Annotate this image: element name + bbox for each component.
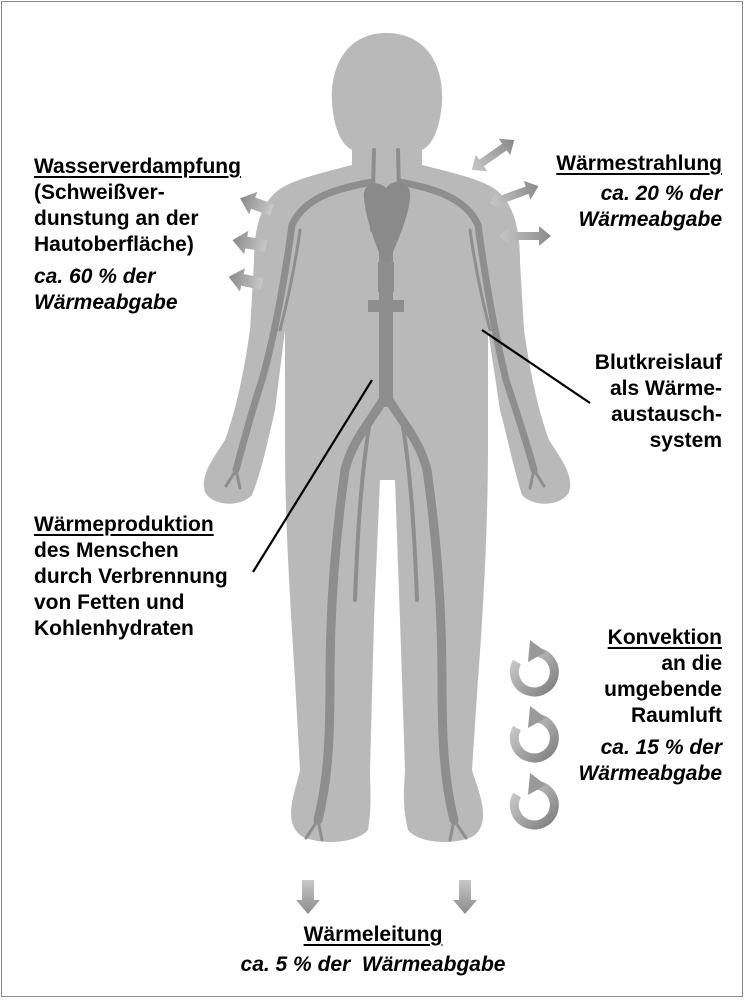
label-convection: Konvektion an die umgebende Raumluft ca.… [578, 625, 722, 787]
label-evaporation: Wasserverdampfung (Schweißver- dunstung … [34, 154, 241, 316]
production-line-4: Kohlenhydraten [34, 616, 228, 642]
heading-conduction: Wärmeleitung [304, 922, 443, 948]
label-radiation: Wärmestrahlung ca. 20 % der Wärmeabgabe [556, 151, 722, 233]
renal-vessels [368, 300, 404, 312]
production-line-1: des Menschen [34, 538, 228, 564]
body-silhouette [204, 33, 570, 842]
circulation-line-3: austausch- [595, 402, 722, 428]
production-line-3: von Fetten und [34, 590, 228, 616]
label-production: Wärmeproduktion des Menschen durch Verbr… [34, 512, 228, 642]
circulation-line-1: Blutkreislauf [595, 350, 722, 376]
circulation-line-2: als Wärme- [595, 376, 722, 402]
conduction-arrows [296, 880, 477, 914]
convection-share-1: ca. 15 % der [578, 735, 722, 761]
conduction-share: ca. 5 % der Wärmeabgabe [0, 952, 746, 978]
convection-line-2: umgebende [578, 677, 722, 703]
heading-production: Wärmeproduktion [34, 512, 228, 538]
heading-convection: Konvektion [578, 625, 722, 651]
heading-radiation: Wärmestrahlung [556, 151, 722, 177]
convection-icons [514, 640, 554, 825]
radiation-share-1: ca. 20 % der [556, 181, 722, 207]
label-conduction: Wärmeleitung ca. 5 % der Wärmeabgabe [0, 922, 746, 978]
heading-evaporation: Wasserverdampfung [34, 154, 241, 180]
convection-line-3: Raumluft [578, 703, 722, 729]
aorta-segment [378, 262, 394, 292]
evaporation-line-1: (Schweißver- [34, 180, 241, 206]
convection-line-1: an die [578, 651, 722, 677]
radiation-share-2: Wärmeabgabe [556, 207, 722, 233]
evaporation-share-1: ca. 60 % der [34, 264, 241, 290]
production-line-2: durch Verbrennung [34, 564, 228, 590]
circulation-line-4: system [595, 428, 722, 454]
convection-share-2: Wärmeabgabe [578, 761, 722, 787]
label-circulation: Blutkreislauf als Wärme- austausch- syst… [595, 350, 722, 454]
evaporation-line-2: dunstung an der [34, 206, 241, 232]
evaporation-share-2: Wärmeabgabe [34, 290, 241, 316]
evaporation-line-3: Hautoberfläche) [34, 232, 241, 258]
